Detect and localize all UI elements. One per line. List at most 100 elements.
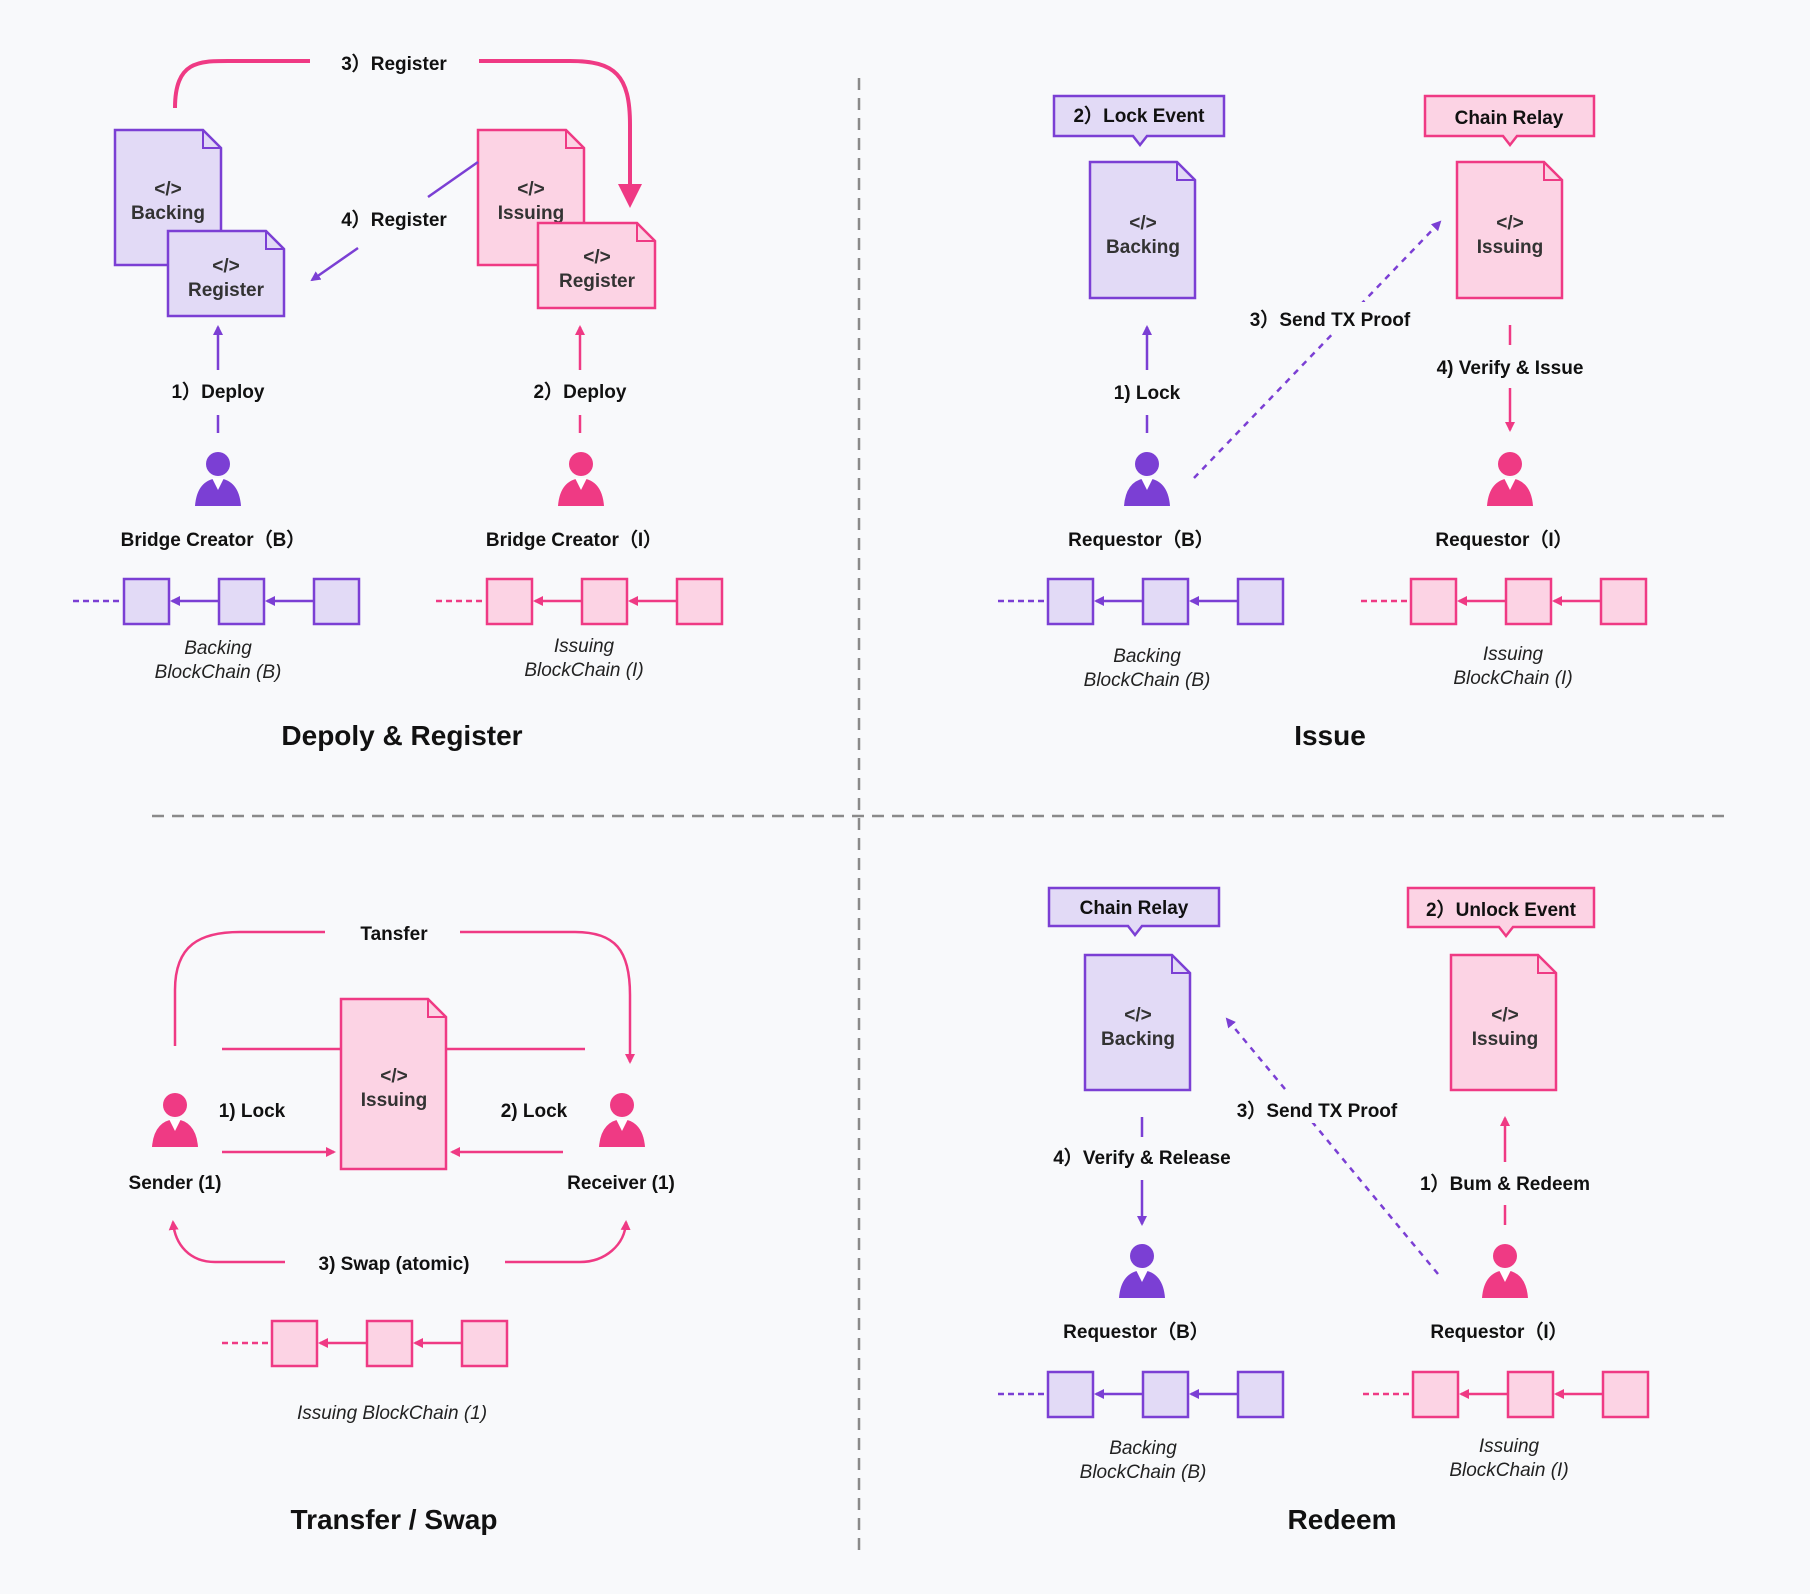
register-3-arrow <box>173 58 310 109</box>
issuing-chain-label: Issuing BlockChain (1) <box>297 1403 487 1424</box>
register-contract-doc-i: </> Register <box>536 221 657 310</box>
bridge-creator-b-label: Bridge Creator（B） <box>121 528 306 551</box>
send-proof-label: 3）Send TX Proof <box>1250 308 1411 331</box>
lock-1-label: 1) Lock <box>219 1101 286 1122</box>
register-contract-doc-b: </> Register <box>166 229 286 318</box>
backing-contract-doc: </> Backing <box>1088 160 1197 300</box>
issuing-blockchain <box>1363 1370 1650 1419</box>
block <box>1046 1370 1095 1419</box>
label-backdrop <box>1232 1093 1412 1123</box>
issuing-label: Issuing <box>498 203 565 224</box>
code-icon: </> <box>583 247 610 268</box>
block <box>1411 1370 1460 1419</box>
chain-relay-label: Chain Relay <box>1455 108 1564 129</box>
transfer-arrow-head <box>460 930 635 1064</box>
backing-chain-label: BlockChain (B) <box>1080 1462 1207 1483</box>
swap-arrow-right <box>505 1220 631 1264</box>
register-3-arrow-head <box>479 59 642 208</box>
bridge-creator-i-label: Bridge Creator（I） <box>486 528 662 551</box>
block <box>217 577 266 626</box>
block <box>122 577 171 626</box>
person-icon <box>152 1093 198 1147</box>
code-icon: </> <box>1496 213 1523 234</box>
section-title: Redeem <box>1288 1504 1397 1535</box>
block <box>460 1319 509 1368</box>
block <box>1236 1370 1285 1419</box>
block <box>365 1319 414 1368</box>
block <box>675 577 724 626</box>
chain-relay-label: Chain Relay <box>1080 898 1189 919</box>
issuing-chain-label: BlockChain (I) <box>1453 668 1572 689</box>
backing-chain-label: BlockChain (B) <box>1084 670 1211 691</box>
verify-issue-label: 4) Verify & Issue <box>1437 358 1584 379</box>
deploy-2-label: 2）Deploy <box>534 380 627 403</box>
backing-chain-label: Backing <box>1109 1438 1177 1459</box>
deploy-register-section: 3）Register </> Backing </> Register </> … <box>73 52 724 751</box>
person-icon <box>599 1093 645 1147</box>
send-proof-arrow <box>1225 1017 1439 1275</box>
code-icon: </> <box>1124 1005 1151 1026</box>
register-4-arrow <box>310 246 359 282</box>
chain-relay-callout: Chain Relay <box>1423 94 1596 148</box>
requestor-i-label: Requestor（I） <box>1430 1320 1567 1343</box>
backing-contract-doc: </> Backing <box>1083 953 1192 1092</box>
code-icon: </> <box>1491 1005 1518 1026</box>
block <box>1599 577 1648 626</box>
send-proof-label: 3）Send TX Proof <box>1237 1099 1398 1122</box>
redeem-section: Chain Relay </> Backing 2）Unlock Event <… <box>998 886 1650 1535</box>
code-icon: </> <box>380 1066 407 1087</box>
issuing-contract-doc: </> Issuing <box>1455 160 1564 300</box>
block <box>1141 1370 1190 1419</box>
receiver-label: Receiver (1) <box>567 1173 675 1194</box>
lock-label: 1) Lock <box>1114 383 1181 404</box>
backing-chain-label: BlockChain (B) <box>155 662 282 683</box>
backing-label: Backing <box>131 203 205 224</box>
register-4-label: 4）Register <box>341 208 447 231</box>
issuing-label: Issuing <box>1477 237 1544 258</box>
person-icon <box>558 452 604 506</box>
backing-blockchain <box>998 1370 1285 1419</box>
swap-label: 3) Swap (atomic) <box>319 1254 470 1275</box>
block <box>1046 577 1095 626</box>
backing-blockchain <box>998 577 1285 626</box>
requestor-i-label: Requestor（I） <box>1435 528 1572 551</box>
requestor-b-label: Requestor（B） <box>1063 1320 1209 1343</box>
transfer-arrow <box>173 930 325 1046</box>
burn-redeem-label: 1）Bum & Redeem <box>1420 1172 1590 1195</box>
block <box>485 577 534 626</box>
block <box>1504 577 1553 626</box>
issuing-chain-label: Issuing <box>1479 1436 1540 1457</box>
register-3-label: 3）Register <box>341 52 447 75</box>
swap-arrow-left <box>168 1220 285 1264</box>
unlock-event-callout: 2）Unlock Event <box>1406 886 1596 939</box>
issuing-blockchain <box>222 1319 509 1368</box>
block <box>312 577 361 626</box>
sender-label: Sender (1) <box>129 1173 222 1194</box>
backing-label: Backing <box>1101 1029 1175 1050</box>
block <box>1236 577 1285 626</box>
block <box>1506 1370 1555 1419</box>
issuing-chain-label: BlockChain (I) <box>524 660 643 681</box>
register-4-arrow <box>427 160 479 199</box>
person-icon <box>1119 1244 1165 1298</box>
issuing-contract-doc: </> Issuing <box>1449 953 1558 1092</box>
chain-relay-callout: Chain Relay <box>1047 886 1221 938</box>
verify-release-label: 4）Verify & Release <box>1053 1146 1230 1169</box>
issuing-contract-doc: </> Issuing <box>339 997 448 1171</box>
register-label: Register <box>188 280 265 301</box>
person-icon <box>1482 1244 1528 1298</box>
transfer-label: Tansfer <box>360 924 428 945</box>
issue-section: 2）Lock Event </> Backing Chain Relay </>… <box>998 94 1648 751</box>
issuing-label: Issuing <box>1472 1029 1539 1050</box>
issuing-blockchain <box>1361 577 1648 626</box>
code-icon: </> <box>517 179 544 200</box>
issuing-blockchain <box>436 577 724 626</box>
backing-chain-label: Backing <box>1113 646 1181 667</box>
section-title: Issue <box>1294 720 1366 751</box>
person-icon <box>1487 452 1533 506</box>
code-icon: </> <box>212 256 239 277</box>
code-icon: </> <box>154 179 181 200</box>
register-label: Register <box>559 271 636 292</box>
issuing-chain-label: BlockChain (I) <box>1449 1460 1568 1481</box>
unlock-event-label: 2）Unlock Event <box>1426 898 1577 921</box>
